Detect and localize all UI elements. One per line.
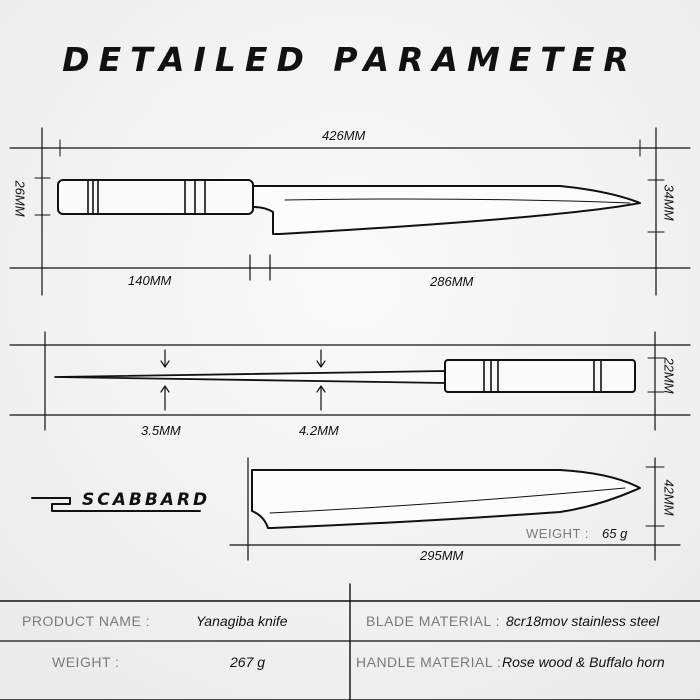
scabbard-label: SCABBARD (82, 490, 211, 510)
scabbard-weight-value: 65 g (602, 526, 628, 541)
scabbard-length-label: 295MM (420, 548, 464, 563)
handle-length-label: 140MM (128, 273, 172, 288)
weight-label: WEIGHT : (52, 654, 120, 670)
blade-material-label: BLADE MATERIAL : (366, 613, 501, 629)
weight-value: 267 g (230, 654, 266, 670)
total-length-label: 426MM (322, 128, 366, 143)
spec-table-lines (0, 583, 700, 700)
spine-thickness-2-label: 4.2MM (299, 423, 339, 438)
blade-material-value: 8cr18mov stainless steel (506, 613, 660, 629)
scabbard-dimension-lines (229, 457, 681, 561)
product-name-label: PRODUCT NAME : (22, 613, 151, 629)
side-height-label: 22MM (661, 357, 677, 394)
handle-height-label: 26MM (12, 180, 28, 217)
scabbard-weight-label: WEIGHT : (526, 526, 589, 541)
knife-blade (252, 185, 641, 235)
dimension-lines-middle (9, 331, 691, 431)
scabbard-label-decoration (31, 497, 201, 512)
knife-handle (57, 179, 254, 215)
scabbard-height-label: 42MM (661, 479, 677, 516)
page-title: DETAILED PARAMETER (62, 40, 638, 79)
product-name-value: Yanagiba knife (196, 613, 288, 629)
blade-height-label: 34MM (661, 184, 677, 221)
thickness-arrows (160, 349, 326, 411)
spine-thickness-1-label: 3.5MM (141, 423, 181, 438)
scabbard-drawing (251, 469, 641, 529)
handle-material-value: Rose wood & Buffalo horn (502, 654, 665, 670)
knife-spine-view (54, 359, 636, 393)
dimension-lines-top (9, 127, 691, 296)
blade-length-label: 286MM (430, 274, 474, 289)
handle-material-label: HANDLE MATERIAL : (356, 654, 502, 670)
